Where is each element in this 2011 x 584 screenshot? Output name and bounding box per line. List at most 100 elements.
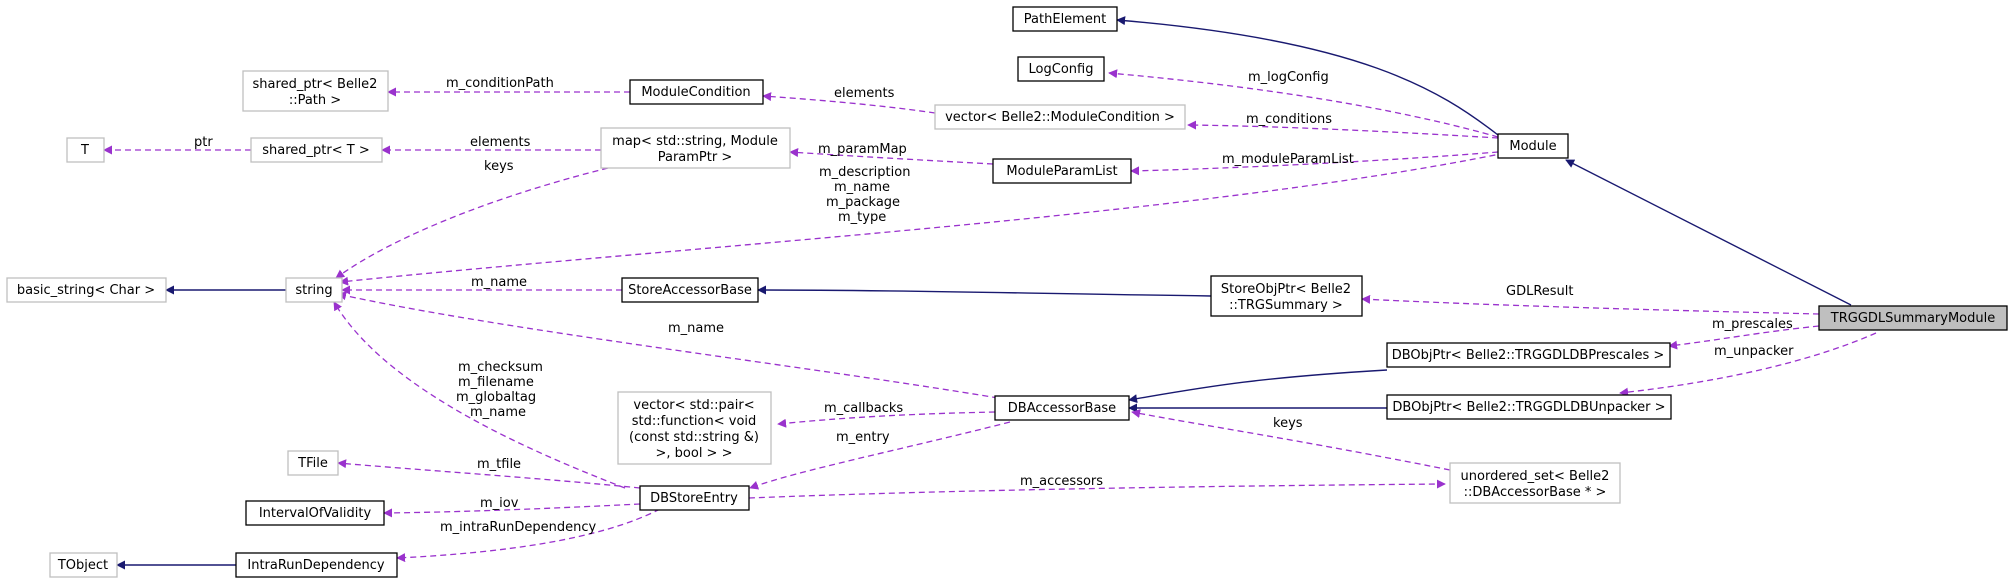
label-m-unpacker: m_unpacker	[1714, 344, 1794, 359]
node-tfile[interactable]: TFile	[287, 450, 339, 476]
edge-storeobjptr-inherits-storeaccessorbase	[757, 285, 1212, 297]
label-keys-set: keys	[1273, 416, 1303, 431]
label-entry-strings-2: m_globaltag	[456, 390, 536, 405]
label-module-strings-2: m_package	[826, 195, 900, 210]
node-dbobjptr-prescales[interactable]: DBObjPtr< Belle2::TRGGDLDBPrescales >	[1386, 342, 1671, 368]
node-map-module-param[interactable]: map< std::string, Module ParamPtr >	[600, 127, 791, 169]
svg-text:>, bool > >: >, bool > >	[656, 446, 733, 461]
edge-module-logconfig	[1108, 69, 1499, 138]
svg-text:TFile: TFile	[297, 456, 328, 471]
node-dbobjptr-unpacker[interactable]: DBObjPtr< Belle2::TRGGDLDBUnpacker >	[1386, 394, 1672, 420]
svg-text:LogConfig: LogConfig	[1029, 62, 1094, 77]
label-m-callbacks: m_callbacks	[824, 401, 903, 416]
label-m-name-store: m_name	[471, 275, 527, 290]
label-m-param-map: m_paramMap	[818, 142, 907, 157]
svg-text:IntraRunDependency: IntraRunDependency	[247, 558, 385, 573]
node-module[interactable]: Module	[1497, 133, 1569, 159]
node-trggdl-summary-module[interactable]: TRGGDLSummaryModule	[1818, 305, 2008, 331]
node-module-param-list[interactable]: ModuleParamList	[992, 158, 1132, 184]
node-string[interactable]: string	[285, 277, 343, 303]
node-db-accessor-base[interactable]: DBAccessorBase	[994, 395, 1130, 421]
label-m-prescales: m_prescales	[1712, 317, 1793, 332]
svg-text:vector< Belle2::ModuleConditio: vector< Belle2::ModuleCondition >	[945, 110, 1175, 125]
svg-text:ModuleParamList: ModuleParamList	[1006, 164, 1117, 179]
label-m-log-config: m_logConfig	[1248, 70, 1329, 85]
svg-text:unordered_set< Belle2: unordered_set< Belle2	[1461, 469, 1610, 484]
svg-text:TObject: TObject	[57, 558, 108, 573]
label-module-strings-3: m_type	[838, 210, 886, 225]
edge-vector-modulecondition	[762, 92, 936, 114]
node-tobject[interactable]: TObject	[49, 552, 118, 578]
node-basic-string[interactable]: basic_string< Char >	[6, 277, 167, 303]
svg-text:::DBAccessorBase * >: ::DBAccessorBase * >	[1464, 485, 1607, 500]
label-m-entry: m_entry	[836, 430, 890, 445]
label-elements-conditions: elements	[834, 86, 895, 101]
label-m-condition-path: m_conditionPath	[446, 76, 554, 91]
edge-trggdl-unpacker	[1619, 332, 1877, 397]
label-module-strings-1: m_name	[834, 180, 890, 195]
label-m-module-param-list: m_moduleParamList	[1222, 152, 1354, 167]
node-shared-ptr-t[interactable]: shared_ptr< T >	[250, 137, 383, 163]
svg-text:ModuleCondition: ModuleCondition	[641, 85, 750, 100]
svg-text:std::function< void: std::function< void	[632, 414, 757, 429]
edge-map-string-keys	[335, 167, 609, 279]
label-entry-strings-1: m_filename	[458, 375, 534, 390]
label-gdl-result: GDLResult	[1506, 284, 1574, 299]
node-unordered-set[interactable]: unordered_set< Belle2 ::DBAccessorBase *…	[1449, 462, 1621, 504]
label-m-name-db: m_name	[668, 321, 724, 336]
svg-text:(const std::string &): (const std::string &)	[629, 430, 759, 445]
svg-text:DBStoreEntry: DBStoreEntry	[650, 491, 738, 506]
node-module-condition[interactable]: ModuleCondition	[629, 79, 764, 105]
edge-dbaccessor-vector-pair	[777, 411, 996, 428]
node-shared-ptr-path[interactable]: shared_ptr< Belle2 ::Path >	[242, 70, 389, 112]
node-interval-of-validity[interactable]: IntervalOfValidity	[245, 500, 385, 526]
edge-unorderedset-dbaccessor	[1131, 409, 1451, 471]
label-keys-map: keys	[484, 159, 514, 174]
svg-text:basic_string< Char >: basic_string< Char >	[17, 283, 155, 298]
node-db-store-entry[interactable]: DBStoreEntry	[639, 485, 750, 511]
label-module-strings-0: m_description	[819, 165, 910, 180]
node-vector-pair-function[interactable]: vector< std::pair< std::function< void (…	[617, 391, 772, 465]
edge-dbstoreentry-string	[333, 301, 626, 489]
svg-text:::Path >: ::Path >	[289, 93, 341, 108]
node-path-element[interactable]: PathElement	[1012, 6, 1118, 32]
label-m-accessors: m_accessors	[1020, 474, 1103, 489]
edge-dbaccessor-string	[337, 291, 999, 399]
svg-text:TRGGDLSummaryModule: TRGGDLSummaryModule	[1830, 311, 1995, 326]
edge-paramlist-map	[789, 148, 994, 165]
edge-module-paramlist	[1130, 151, 1499, 176]
edge-trggdl-storeobjptr	[1361, 294, 1820, 315]
edge-dbstoreentry-unorderedset	[748, 479, 1446, 499]
node-store-obj-ptr[interactable]: StoreObjPtr< Belle2 ::TRGSummary >	[1210, 275, 1363, 317]
edge-module-string	[339, 152, 1506, 286]
svg-text:string: string	[295, 283, 332, 298]
label-entry-strings-3: m_name	[470, 405, 526, 420]
node-vector-module-condition[interactable]: vector< Belle2::ModuleCondition >	[934, 104, 1186, 130]
edge-dbaccessor-dbstoreentry	[749, 421, 1011, 490]
svg-text:StoreObjPtr< Belle2: StoreObjPtr< Belle2	[1221, 282, 1351, 297]
node-store-accessor-base[interactable]: StoreAccessorBase	[621, 277, 759, 303]
label-ptr: ptr	[194, 135, 213, 150]
svg-text:shared_ptr< T >: shared_ptr< T >	[262, 143, 369, 158]
svg-text:DBObjPtr< Belle2::TRGGDLDBPres: DBObjPtr< Belle2::TRGGDLDBPrescales >	[1392, 348, 1665, 363]
svg-text:ParamPtr >: ParamPtr >	[658, 150, 733, 165]
label-m-intra-run-dependency: m_intraRunDependency	[440, 520, 596, 535]
label-m-tfile: m_tfile	[477, 457, 521, 472]
svg-text:::TRGSummary >: ::TRGSummary >	[1229, 298, 1343, 313]
label-entry-strings-0: m_checksum	[458, 360, 543, 375]
svg-text:Module: Module	[1509, 139, 1556, 154]
edge-prescales-inherits-dbaccessorbase	[1128, 369, 1388, 404]
node-log-config[interactable]: LogConfig	[1017, 56, 1105, 82]
node-intra-run-dependency[interactable]: IntraRunDependency	[235, 552, 398, 578]
label-m-iov: m_iov	[480, 496, 519, 511]
edge-module-inherits-pathelement	[1116, 16, 1499, 136]
svg-text:DBObjPtr< Belle2::TRGGDLDBUnpa: DBObjPtr< Belle2::TRGGDLDBUnpacker >	[1392, 400, 1665, 415]
svg-text:T: T	[80, 143, 89, 158]
node-t[interactable]: T	[66, 137, 105, 163]
svg-text:shared_ptr< Belle2: shared_ptr< Belle2	[253, 77, 378, 92]
edge-trggdl-prescales	[1668, 325, 1820, 350]
svg-text:IntervalOfValidity: IntervalOfValidity	[259, 506, 372, 521]
label-elements-map: elements	[470, 135, 531, 150]
edge-dbstoreentry-intrarun	[396, 508, 661, 563]
